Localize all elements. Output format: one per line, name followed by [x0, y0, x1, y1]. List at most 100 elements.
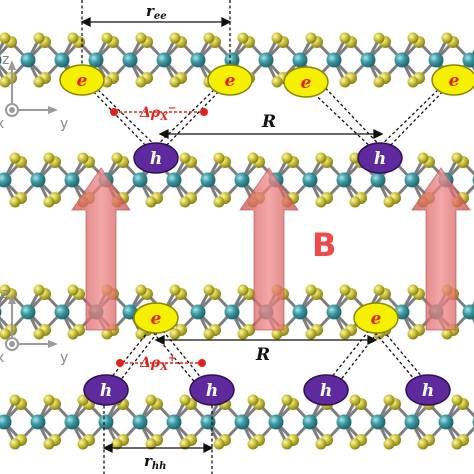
metal-atom: [292, 52, 308, 68]
metal-atom: [224, 304, 240, 320]
hole: h: [405, 374, 451, 406]
chalcogen-atom: [0, 32, 11, 44]
metal-atom: [0, 172, 12, 188]
axis-y-top: y: [60, 116, 68, 132]
chalcogen-atom: [213, 152, 225, 164]
chalcogen-atom: [373, 32, 385, 44]
R-bottom-label: R: [255, 345, 270, 365]
chalcogen-atom: [9, 394, 21, 406]
delta-rho-plus-sup: +: [168, 353, 176, 364]
chalcogen-atom: [9, 152, 21, 164]
hole-label: h: [150, 149, 162, 169]
tmd-layer: [0, 152, 474, 208]
chalcogen-atom: [9, 438, 21, 450]
metal-atom: [336, 172, 352, 188]
chalcogen-atom: [281, 152, 293, 164]
metal-atom: [54, 52, 70, 68]
chalcogen-atom: [33, 284, 45, 296]
chalcogen-atom: [169, 328, 181, 340]
hole: h: [83, 374, 129, 406]
hole-label: h: [100, 381, 112, 401]
chalcogen-atom: [271, 32, 283, 44]
chalcogen-atom: [247, 394, 259, 406]
metal-atom: [394, 52, 410, 68]
delta-rho-minus-sup: −: [168, 103, 176, 114]
hole: h: [357, 142, 403, 174]
chalcogen-atom: [203, 328, 215, 340]
electron: e: [207, 64, 253, 96]
chalcogen-atom: [179, 196, 191, 208]
chalcogen-atom: [451, 438, 463, 450]
field-arrows: [71, 167, 471, 331]
metal-atom: [428, 52, 444, 68]
chalcogen-atom: [441, 32, 453, 44]
chalcogen-atom: [339, 32, 351, 44]
metal-atom: [336, 414, 352, 430]
hole: h: [133, 142, 179, 174]
metal-atom: [326, 304, 342, 320]
chalcogen-atom: [349, 394, 361, 406]
metal-atom: [132, 172, 148, 188]
chalcogen-atom: [237, 32, 249, 44]
axes-top: [5, 60, 58, 117]
electron-label: e: [77, 71, 88, 91]
hole-label: h: [206, 381, 218, 401]
metal-atom: [234, 172, 250, 188]
delta-rho-plus-sub: X: [159, 362, 169, 373]
chalcogen-atom: [407, 284, 419, 296]
delta-rho-markers: [114, 111, 204, 364]
metal-atom: [404, 172, 420, 188]
chalcogen-atom: [315, 196, 327, 208]
metal-atom: [292, 304, 308, 320]
chalcogen-atom: [349, 196, 361, 208]
metal-atom: [156, 52, 172, 68]
metal-atom: [360, 52, 376, 68]
R-top-label: R: [261, 112, 276, 132]
chalcogen-atom: [383, 438, 395, 450]
metal-atom: [404, 414, 420, 430]
chalcogen-atom: [383, 196, 395, 208]
chalcogen-atom: [203, 32, 215, 44]
r-ee-sub: ee: [154, 11, 167, 22]
svg-text:ΔρX−: ΔρX−: [139, 103, 176, 123]
chalcogen-atom: [43, 394, 55, 406]
delta-rho-minus-sub: X: [159, 112, 169, 123]
svg-text:ΔρX+: ΔρX+: [139, 353, 176, 373]
chalcogen-atom: [407, 328, 419, 340]
chalcogen-atom: [281, 394, 293, 406]
chalcogen-atom: [407, 76, 419, 88]
chalcogen-atom: [451, 394, 463, 406]
metal-atom: [98, 414, 114, 430]
metal-atom: [462, 304, 474, 320]
r-ee-label: r: [146, 2, 155, 20]
tmd-layer: [0, 284, 474, 340]
electron-label: e: [371, 309, 382, 329]
chalcogen-atom: [213, 438, 225, 450]
metal-atom: [200, 414, 216, 430]
chalcogen-atom: [33, 328, 45, 340]
chalcogen-atom: [77, 438, 89, 450]
metal-atom: [0, 307, 2, 317]
axis-x-bottom: x: [0, 350, 4, 366]
chalcogen-atom: [305, 328, 317, 340]
metal-atom: [132, 414, 148, 430]
hole: h: [189, 374, 235, 406]
chalcogen-atom: [373, 76, 385, 88]
metal-atom: [258, 52, 274, 68]
chalcogen-atom: [305, 284, 317, 296]
metal-atom: [122, 52, 138, 68]
axis-y-bottom: y: [60, 350, 68, 366]
r-hh-label: r: [144, 452, 153, 470]
field-label: B: [312, 226, 336, 264]
electron: e: [431, 64, 474, 96]
chalcogen-atom: [33, 32, 45, 44]
field-arrow-left: [71, 167, 131, 331]
chalcogen-atom: [315, 152, 327, 164]
metal-atom: [302, 172, 318, 188]
field-arrow-middle: [239, 167, 299, 331]
chalcogen-atom: [247, 152, 259, 164]
delta-rho-minus-label: Δρ: [139, 105, 161, 121]
metal-atom: [370, 172, 386, 188]
